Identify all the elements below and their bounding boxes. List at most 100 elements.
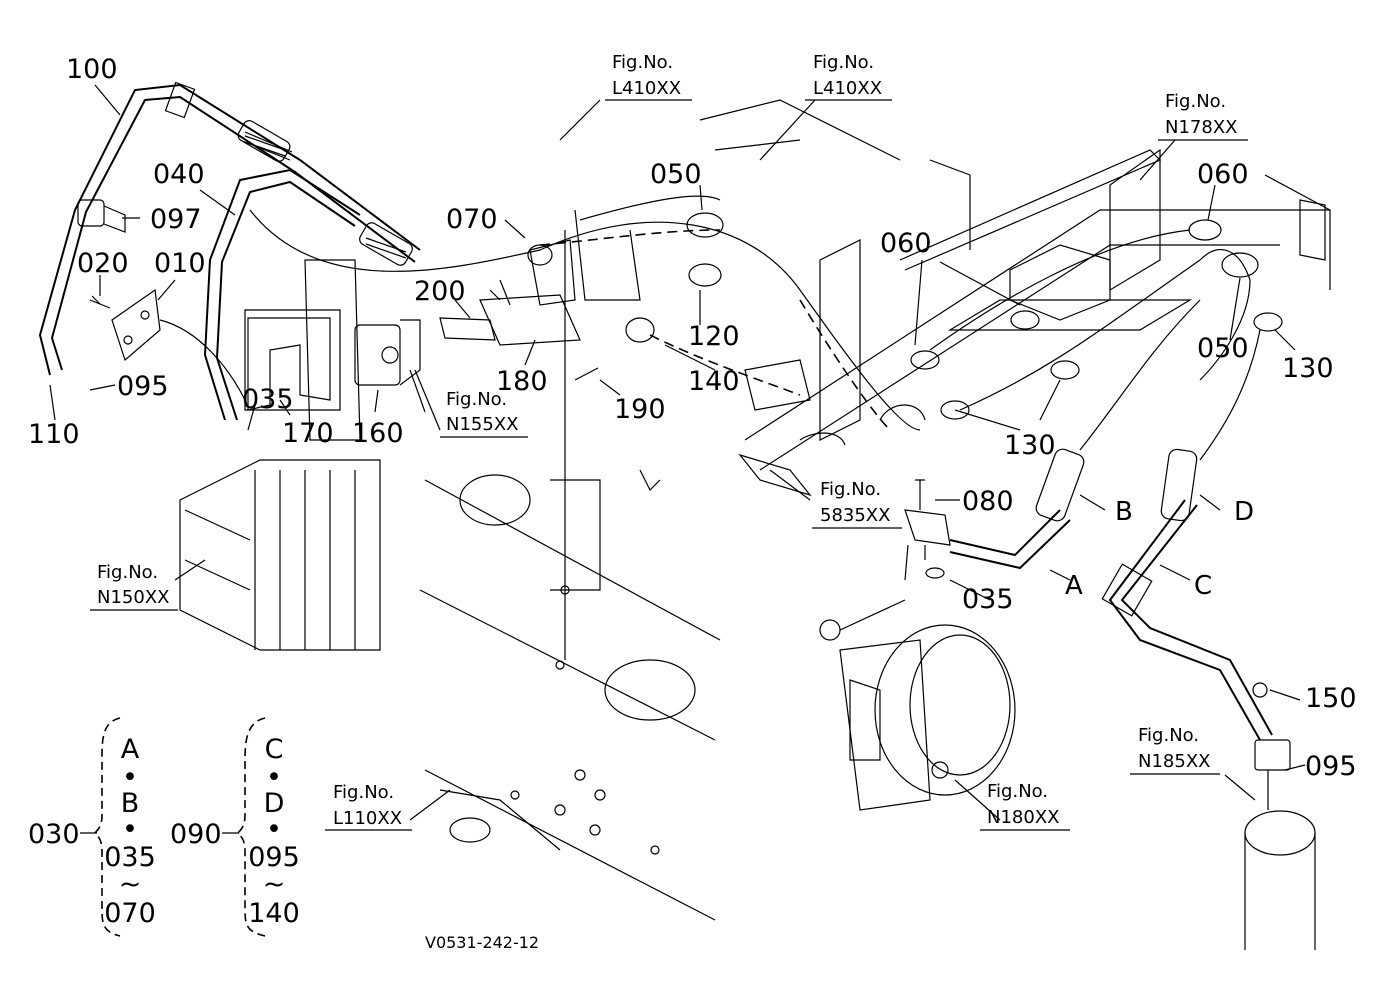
- fig-ref-caption: Fig.No.: [1165, 91, 1226, 112]
- assembly-number: 030: [28, 819, 80, 850]
- label-035-right: 035: [962, 584, 1014, 615]
- letter-b: B: [1115, 497, 1133, 527]
- hose-100: [38, 81, 421, 376]
- label-140: 140: [688, 366, 740, 397]
- fig-ref-l410-left: Fig.No. L410XX: [605, 52, 692, 101]
- label-110: 110: [28, 419, 80, 450]
- leader-lines: [49, 84, 1306, 821]
- label-020: 020: [77, 248, 129, 279]
- label-130-mid: 130: [1004, 430, 1056, 461]
- fig-ref-code: L110XX: [333, 808, 402, 829]
- label-160: 160: [352, 418, 404, 449]
- dashed-routing: [539, 229, 891, 431]
- label-100: 100: [66, 54, 118, 85]
- assembly-item-a: A: [121, 734, 140, 765]
- assembly-item-035: 035: [104, 842, 156, 873]
- fig-ref-code: N155XX: [446, 414, 518, 435]
- assembly-item-b: B: [121, 788, 140, 819]
- label-040: 040: [153, 159, 205, 190]
- fig-ref-5835: Fig.No. 5835XX: [812, 479, 902, 529]
- fig-ref-code: N150XX: [97, 587, 169, 608]
- label-130-right: 130: [1282, 353, 1334, 384]
- letter-c: C: [1194, 571, 1212, 601]
- harness-wires: [159, 195, 1261, 461]
- assembly-item-070: 070: [104, 898, 156, 929]
- fig-ref-code: N178XX: [1165, 117, 1237, 138]
- fig-ref-caption: Fig.No.: [446, 389, 507, 410]
- label-050-right: 050: [1197, 333, 1249, 364]
- label-080: 080: [962, 486, 1014, 517]
- label-060-mid: 060: [880, 228, 932, 259]
- label-150: 150: [1305, 683, 1357, 714]
- machine-frame-lines: [179, 99, 1331, 921]
- assembly-090: 090 C • D • 095 ~ 140: [170, 717, 300, 937]
- assembly-030: 030 A • B • 035 ~ 070: [28, 717, 156, 937]
- fig-ref-n185: Fig.No. N185XX: [1130, 725, 1220, 775]
- fig-ref-code: 5835XX: [820, 505, 890, 526]
- assembly-item-dot: •: [266, 762, 282, 793]
- bolt-020: [89, 295, 111, 309]
- clamp-050-060-130: [527, 212, 1283, 420]
- fig-ref-caption: Fig.No.: [612, 52, 673, 73]
- assembly-item-dot: •: [122, 814, 138, 845]
- fig-ref-n155: Fig.No. N155XX: [440, 389, 528, 438]
- fig-ref-caption: Fig.No.: [1138, 725, 1199, 746]
- letter-a: A: [1065, 571, 1083, 601]
- bracket-010: [111, 288, 161, 362]
- fig-ref-n150: Fig.No. N150XX: [90, 562, 178, 611]
- pipe-A-B: [949, 509, 1071, 570]
- assembly-item-c: C: [265, 734, 284, 765]
- hose-040: [203, 168, 361, 421]
- receiver-drier: [1244, 682, 1316, 950]
- label-035-left: 035: [242, 384, 294, 415]
- compressor: [819, 599, 1016, 811]
- fig-ref-caption: Fig.No.: [97, 562, 158, 583]
- label-095-left: 095: [117, 371, 169, 402]
- fig-ref-code: L410XX: [813, 78, 882, 99]
- connection-letters: A B C D: [1065, 497, 1254, 601]
- fitting-080: [904, 479, 951, 581]
- assembly-item-tilde: ~: [263, 869, 286, 900]
- label-120: 120: [688, 321, 740, 352]
- label-095-right: 095: [1305, 751, 1357, 782]
- fig-ref-caption: Fig.No.: [333, 782, 394, 803]
- label-097: 097: [150, 204, 202, 235]
- pipe-C-D: [1101, 499, 1273, 741]
- corrugated-fittings: [237, 120, 1198, 522]
- pad-200: [439, 317, 496, 341]
- label-010: 010: [154, 248, 206, 279]
- bracket-180: [479, 209, 641, 346]
- label-050-center: 050: [650, 159, 702, 190]
- assembly-item-tilde: ~: [119, 869, 142, 900]
- bracket-160: [354, 319, 421, 386]
- plate-170: [247, 317, 331, 411]
- fig-ref-n178: Fig.No. N178XX: [1158, 91, 1248, 141]
- assembly-item-d: D: [264, 788, 285, 819]
- fig-ref-code: N180XX: [987, 807, 1059, 828]
- assembly-item-095: 095: [248, 842, 300, 873]
- drawing-code: V0531-242-12: [425, 933, 539, 952]
- fig-ref-l110: Fig.No. L110XX: [325, 782, 412, 831]
- fig-ref-code: N185XX: [1138, 751, 1210, 772]
- fig-ref-code: L410XX: [612, 78, 681, 99]
- fig-ref-caption: Fig.No.: [820, 479, 881, 500]
- switch-097: [77, 199, 126, 233]
- label-070: 070: [446, 204, 498, 235]
- fig-ref-l410-right: Fig.No. L410XX: [805, 52, 892, 101]
- part-labels: 100 040 097 020 010 095 110 035 170 160 …: [28, 54, 1357, 782]
- assembly-item-140: 140: [248, 898, 300, 929]
- letter-d: D: [1234, 497, 1254, 527]
- label-190: 190: [614, 394, 666, 425]
- label-170: 170: [282, 418, 334, 449]
- assembly-number: 090: [170, 819, 222, 850]
- assembly-item-dot: •: [122, 762, 138, 793]
- label-060-right: 060: [1197, 159, 1249, 190]
- fig-ref-n180: Fig.No. N180XX: [980, 781, 1070, 831]
- fig-ref-caption: Fig.No.: [987, 781, 1048, 802]
- fig-ref-caption: Fig.No.: [813, 52, 874, 73]
- label-200: 200: [414, 276, 466, 307]
- label-180: 180: [496, 366, 548, 397]
- assembly-item-dot: •: [266, 814, 282, 845]
